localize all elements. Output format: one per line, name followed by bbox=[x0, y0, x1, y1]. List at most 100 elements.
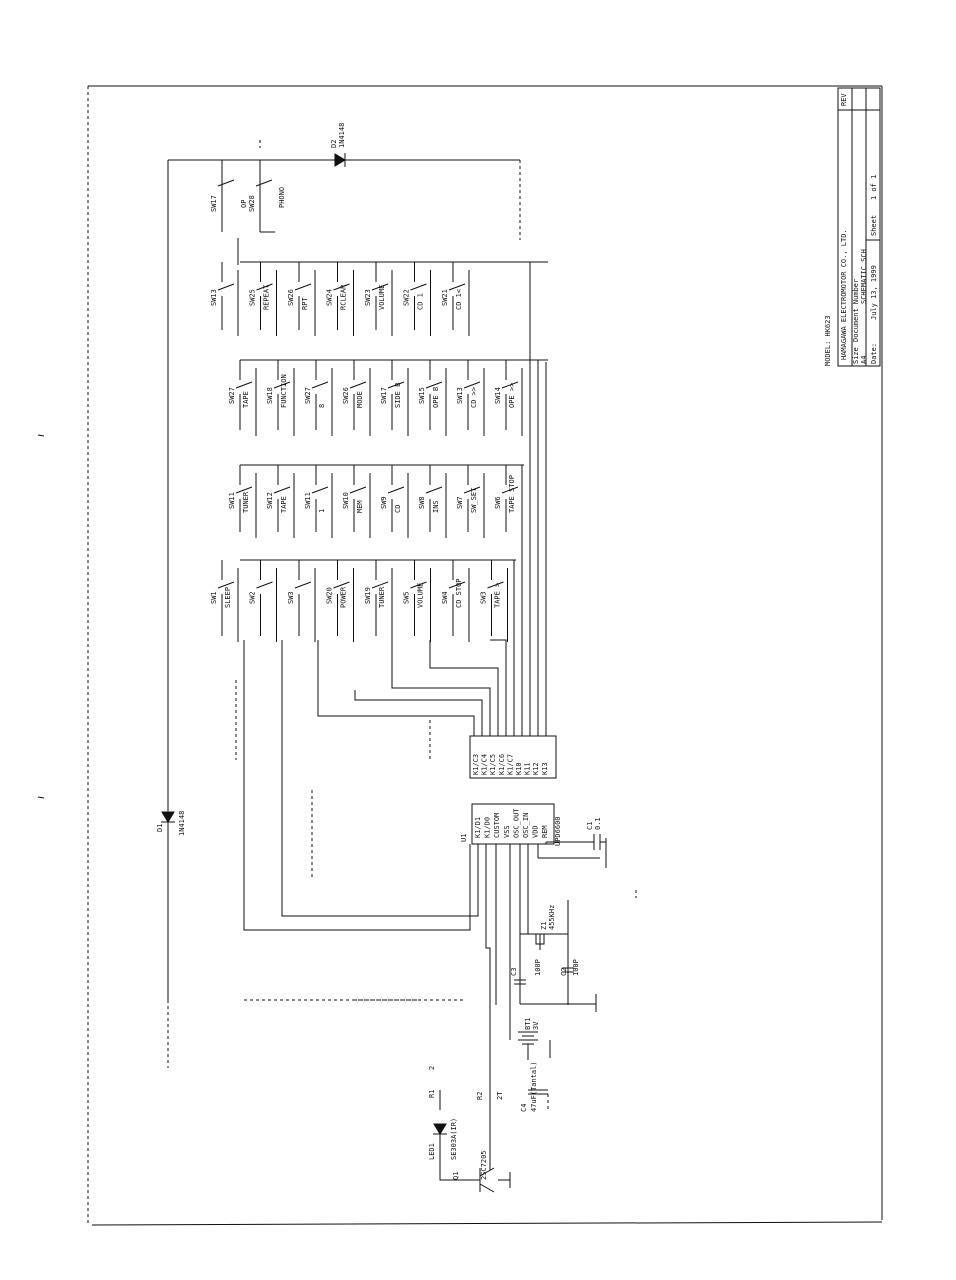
switch-col4-2: SW3 bbox=[287, 560, 316, 642]
switch-name: 1 bbox=[318, 509, 326, 513]
top-bus: D2 1N4148 bbox=[167, 123, 521, 1000]
r2-val: 2T bbox=[496, 1091, 504, 1100]
switch-ref: SW26 bbox=[287, 289, 295, 306]
switch-col3-1: SW12 TAPE bbox=[266, 465, 295, 538]
switch-ref: SW5 bbox=[403, 591, 411, 604]
ic-ref: U1 bbox=[460, 834, 468, 842]
q1-ref: Q1 bbox=[452, 1172, 460, 1180]
c2-ref: C2 bbox=[560, 968, 568, 976]
switch-col3-2: SW11 1 bbox=[304, 465, 333, 538]
switch-ref: SW9 bbox=[380, 496, 388, 509]
switch-name: 8 bbox=[318, 404, 326, 408]
ic-pin-label: CUSTOM bbox=[493, 813, 501, 838]
switch-ref: SW17 bbox=[210, 195, 218, 212]
switch-name: TAPE bbox=[242, 391, 250, 408]
switch-col1-2: SW13 bbox=[210, 262, 239, 336]
switch-col2-5: SW15 OPE B bbox=[418, 360, 447, 436]
title-sheet-label: Sheet bbox=[870, 215, 878, 236]
ic-pin-label: REM bbox=[541, 825, 549, 838]
ic-pin-label: K1/D1 bbox=[474, 817, 482, 838]
switch-col3-5: SW8 INS bbox=[418, 465, 447, 538]
switch-ref: SW6 bbox=[494, 496, 502, 509]
switch-name: VOLUME bbox=[417, 583, 425, 608]
switch-ref: SW26 bbox=[342, 387, 350, 404]
ic-pin-label: K1/C4 bbox=[481, 754, 489, 775]
switch-ref: SW2 bbox=[249, 591, 257, 604]
ic-pin-label: K11 bbox=[524, 762, 532, 775]
switch-ref: SW15 bbox=[418, 387, 426, 404]
switch-name: FUNCTION bbox=[280, 374, 288, 408]
switch-name: TAPE > bbox=[494, 583, 502, 608]
switch-name: SIDE B bbox=[394, 383, 402, 408]
ic-pin-label: VDD bbox=[532, 825, 540, 838]
switch-name: PHONO bbox=[278, 187, 286, 208]
title-sheet-value: 1 of 1 bbox=[870, 175, 878, 200]
title-file-name: SCHEMATIC.SCH bbox=[860, 249, 868, 304]
stray-marks bbox=[37, 140, 637, 1001]
title-block: MODEL: HK623 HAMAGAWA ELECTROMOTOR CO., … bbox=[824, 87, 881, 367]
title-a4: A4 bbox=[860, 356, 868, 364]
switch-name: TAPE bbox=[280, 496, 288, 513]
diode-d2-ref: D2 bbox=[330, 140, 338, 148]
switch-ref: SW20 bbox=[326, 587, 334, 604]
title-document-label: Document Number bbox=[852, 279, 860, 342]
ic-pin-label: K1/D0 bbox=[484, 817, 492, 838]
switch-name: RPT bbox=[301, 297, 309, 310]
switch-name: TUNER bbox=[378, 586, 386, 608]
bt1-ref: BT1 bbox=[524, 1017, 532, 1030]
ic-pin-label: K1/C5 bbox=[489, 754, 497, 775]
switch-ref: SW12 bbox=[266, 492, 274, 509]
switch-col3-6: SW7 SW_SET bbox=[456, 465, 485, 538]
top-switch-pair bbox=[217, 160, 275, 265]
switch-col2-2: SW27 8 bbox=[304, 360, 333, 436]
switch-name: CD bbox=[394, 505, 402, 513]
switch-name: OPE B bbox=[432, 387, 440, 408]
switch-ref: SW10 bbox=[342, 492, 350, 509]
switch-ref: SW27 bbox=[228, 387, 236, 404]
switch-ref: SW18 bbox=[266, 387, 274, 404]
switch-ref: SW14 bbox=[494, 387, 502, 404]
switch-name: CD STOP bbox=[455, 578, 463, 608]
switch-ref: SW22 bbox=[403, 289, 411, 306]
switch-ref: SW1 bbox=[210, 591, 218, 604]
diode-d1: D1 1N4148 bbox=[156, 811, 186, 836]
switch-name: CD 1 bbox=[417, 293, 425, 310]
switch-name: INS bbox=[432, 500, 440, 513]
title-rev-label: REV bbox=[840, 93, 848, 106]
switch-name: TAPE STOP bbox=[508, 475, 516, 513]
switch-col1-3: SW25 REPEAT bbox=[249, 262, 277, 336]
r1-val: 2 bbox=[428, 1066, 436, 1070]
switch-ref: SW25 bbox=[249, 289, 257, 306]
switch-ref: SW24 bbox=[326, 289, 334, 306]
switch-ref: SW27 bbox=[304, 387, 312, 404]
diode-d1-part: 1N4148 bbox=[178, 811, 186, 836]
switch-name: SW_SET bbox=[470, 487, 478, 513]
led-part: SE303A(IR) bbox=[450, 1118, 458, 1160]
switch-name: POWER bbox=[340, 586, 348, 608]
switch-name: REPEAT bbox=[263, 284, 271, 310]
switch-ref: SW8 bbox=[418, 496, 426, 509]
ic-pin-label: K1/C7 bbox=[506, 754, 514, 775]
switch-ref: SW11 bbox=[304, 492, 312, 509]
switch-ref: SW13 bbox=[210, 289, 218, 306]
switch-ref: SW13 bbox=[456, 387, 464, 404]
ic-pin-label: VSS bbox=[503, 825, 511, 838]
c3-val: 100P bbox=[534, 959, 542, 976]
title-model: MODEL: HK623 bbox=[824, 315, 832, 366]
switch-ref: SW7 bbox=[456, 496, 464, 509]
switch-col4-5: SW5 VOLUME bbox=[403, 560, 431, 642]
switch-ref: SW17 bbox=[380, 387, 388, 404]
switch-name: RCLEAR bbox=[340, 284, 348, 310]
diode-d2-part: 1N4148 bbox=[338, 123, 346, 148]
ic-pin-label: K1/C3 bbox=[472, 754, 480, 775]
